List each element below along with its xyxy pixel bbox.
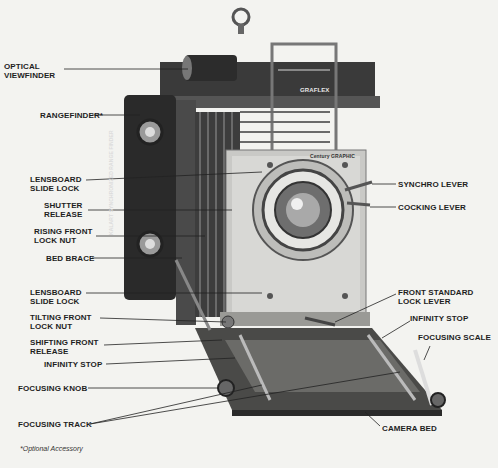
cocking-lever — [347, 203, 370, 205]
pleat — [240, 141, 330, 143]
shutter-ring — [253, 160, 353, 260]
pleat — [223, 112, 225, 317]
rangefinder-glass — [145, 127, 155, 137]
leader-line — [64, 69, 188, 70]
leader-line — [365, 412, 380, 426]
leader-line — [335, 294, 396, 322]
part-label: CAMERA BED — [382, 424, 437, 433]
part-label: SHUTTER RELEASE — [44, 201, 90, 219]
pleat — [240, 121, 330, 123]
leader-line — [100, 318, 226, 322]
part-label: SYNCHRO LEVER — [398, 180, 468, 189]
lens-highlight — [291, 198, 303, 210]
camera-body — [124, 9, 445, 416]
lens-barrel — [263, 170, 343, 250]
pleat — [199, 112, 201, 317]
leader-line — [370, 207, 396, 208]
part-label: KALART SYNCHRONIZED RANGE FINDER — [108, 130, 114, 235]
viewfinder-eyepiece — [182, 56, 192, 80]
rangefinder-housing — [124, 95, 176, 300]
footnote: *Optional Accessory — [20, 445, 83, 452]
camera-bed — [195, 328, 442, 410]
synchro-lever — [345, 182, 372, 190]
part-label: INFINITY STOP — [44, 360, 102, 369]
part-label: LENSBOARD SLIDE LOCK — [30, 288, 88, 306]
leader-line — [90, 385, 262, 424]
pleat — [240, 131, 330, 133]
part-label: GRAFLEX — [300, 87, 329, 94]
focusing-knob — [218, 380, 234, 396]
lensboard-face — [232, 156, 360, 314]
focusing-knob — [431, 393, 445, 407]
leader-line — [96, 236, 205, 237]
ring-post — [238, 24, 244, 34]
bed-edge — [232, 410, 442, 416]
screw — [342, 293, 348, 299]
wire-frame-bar — [278, 69, 330, 71]
viewfinder-tube — [185, 55, 237, 81]
focusing-scale — [415, 350, 432, 405]
leader-line — [92, 258, 182, 259]
leader-line — [86, 293, 262, 294]
part-label: INFINITY STOP — [410, 314, 468, 323]
focusing-track — [240, 335, 270, 400]
lens-glass — [286, 193, 320, 227]
bed-brace — [176, 260, 210, 330]
screw — [267, 162, 273, 168]
focusing-track — [368, 335, 415, 400]
part-label: COCKING LEVER — [398, 203, 466, 212]
leader-lines — [64, 69, 430, 426]
leader-line — [372, 184, 396, 185]
part-label: FRONT STANDARD LOCK LEVER — [398, 288, 486, 306]
lensboard — [226, 150, 366, 320]
part-label: SHIFTING FRONT RELEASE — [30, 338, 108, 356]
part-label: BED BRACE — [46, 254, 94, 263]
leader-line — [90, 372, 400, 424]
part-label: TILTING FRONT LOCK NUT — [30, 313, 104, 331]
wire-frame-finder — [272, 44, 336, 150]
screw — [267, 293, 273, 299]
part-label: RANGEFINDER* — [40, 111, 103, 120]
body-side — [176, 100, 196, 325]
leader-line — [382, 321, 410, 338]
leader-line — [424, 346, 430, 360]
part-label: FOCUSING TRACK — [18, 420, 92, 429]
part-label: Century GRAPHIC — [310, 153, 355, 159]
pleat — [215, 112, 217, 317]
part-label: OPTICAL VIEWFINDER — [4, 62, 64, 80]
rangefinder-glass — [145, 239, 155, 249]
part-label: FOCUSING SCALE — [418, 333, 491, 342]
leader-line — [88, 388, 218, 389]
leader-line — [106, 358, 235, 364]
pleat — [207, 112, 209, 317]
part-label: FOCUSING KNOB — [18, 384, 87, 393]
part-label: RISING FRONT LOCK NUT — [34, 227, 100, 245]
standard-base — [220, 312, 370, 326]
lock-lever — [305, 318, 335, 325]
leader-line — [104, 340, 222, 345]
screw — [342, 162, 348, 168]
pleat — [240, 111, 330, 113]
lens-glass — [275, 182, 331, 238]
part-label: LENSBOARD SLIDE LOCK — [30, 175, 88, 193]
rangefinder-window — [138, 120, 162, 144]
ring — [233, 9, 249, 25]
